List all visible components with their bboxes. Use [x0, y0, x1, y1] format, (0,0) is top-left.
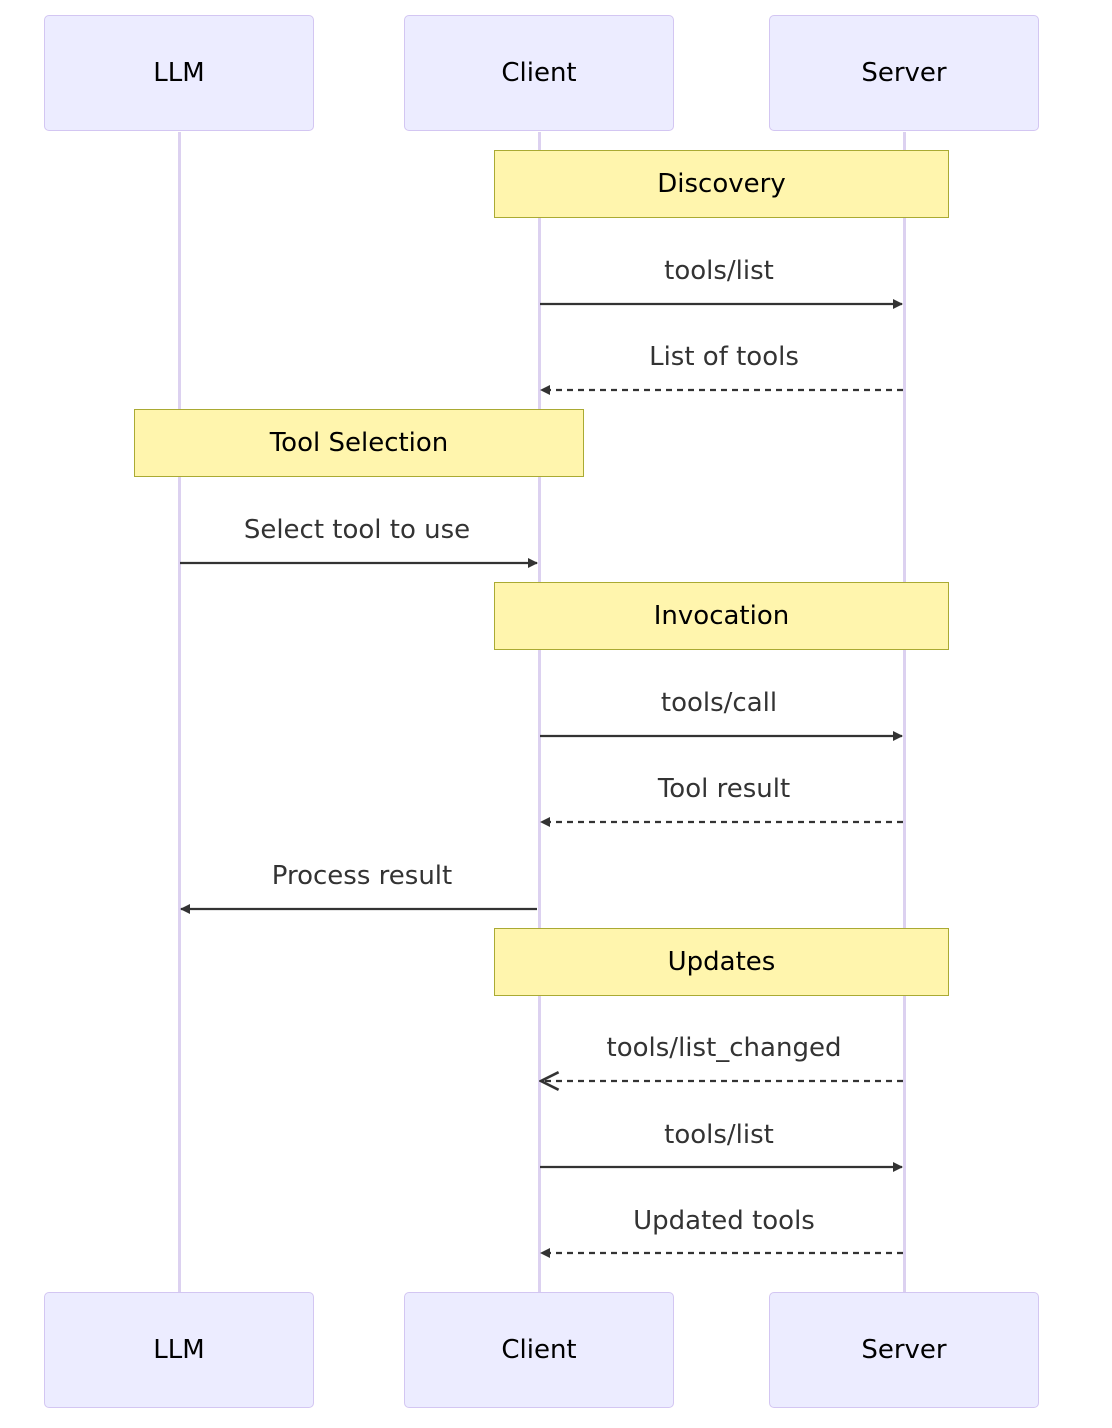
message-label-3: Select tool to use	[243, 515, 471, 545]
actor-client-bottom: Client	[404, 1292, 674, 1408]
actor-llm-top: LLM	[44, 15, 314, 131]
actor-server-top: Server	[769, 15, 1039, 131]
actor-llm-bottom: LLM	[44, 1292, 314, 1408]
note-discovery: Discovery	[494, 150, 949, 218]
note-invocation: Invocation	[494, 582, 949, 650]
actor-client-top: Client	[404, 15, 674, 131]
message-label-2: List of tools	[649, 342, 799, 372]
actor-server-bottom: Server	[769, 1292, 1039, 1408]
message-label-7: tools/list_changed	[606, 1033, 842, 1063]
note-updates: Updates	[494, 928, 949, 996]
lifeline-client	[538, 132, 541, 1292]
lifeline-llm	[178, 132, 181, 1292]
message-label-9: Updated tools	[633, 1206, 815, 1236]
note-tool-selection: Tool Selection	[134, 409, 584, 477]
message-label-6: Process result	[271, 861, 453, 891]
message-label-5: Tool result	[657, 774, 791, 804]
message-label-4: tools/call	[660, 688, 778, 718]
message-label-1: tools/list	[664, 256, 774, 286]
lifeline-server	[903, 132, 906, 1292]
message-label-8: tools/list	[664, 1120, 774, 1150]
